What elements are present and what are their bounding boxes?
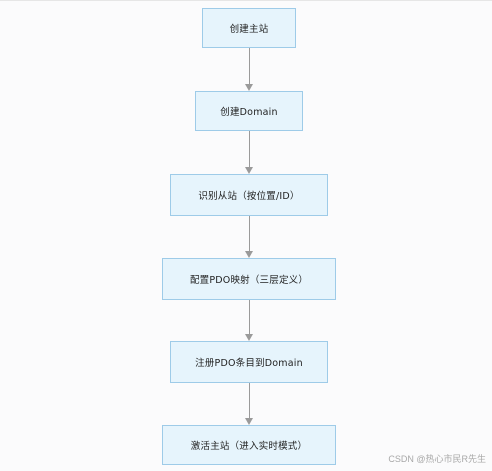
node-create-master: 创建主站 [202,8,296,48]
arrow-3-head [245,251,253,258]
arrow-1-head [245,84,253,91]
arrow-4-head [245,334,253,341]
arrow-1 [249,48,250,84]
node-create-domain: 创建Domain [195,91,303,131]
arrow-3 [249,216,250,251]
node-activate-master: 激活主站（进入实时模式） [162,425,336,465]
arrow-5 [249,383,250,418]
arrow-2-head [245,167,253,174]
top-divider [0,0,492,1]
arrow-2 [249,131,250,167]
node-configure-pdo-mapping: 配置PDO映射（三层定义） [162,258,336,300]
arrow-5-head [245,418,253,425]
watermark: CSDN @热心市民R先生 [388,454,486,464]
node-register-pdo-entries: 注册PDO条目到Domain [170,341,328,383]
arrow-4 [249,300,250,334]
node-identify-slaves: 识别从站（按位置/ID） [170,174,328,216]
